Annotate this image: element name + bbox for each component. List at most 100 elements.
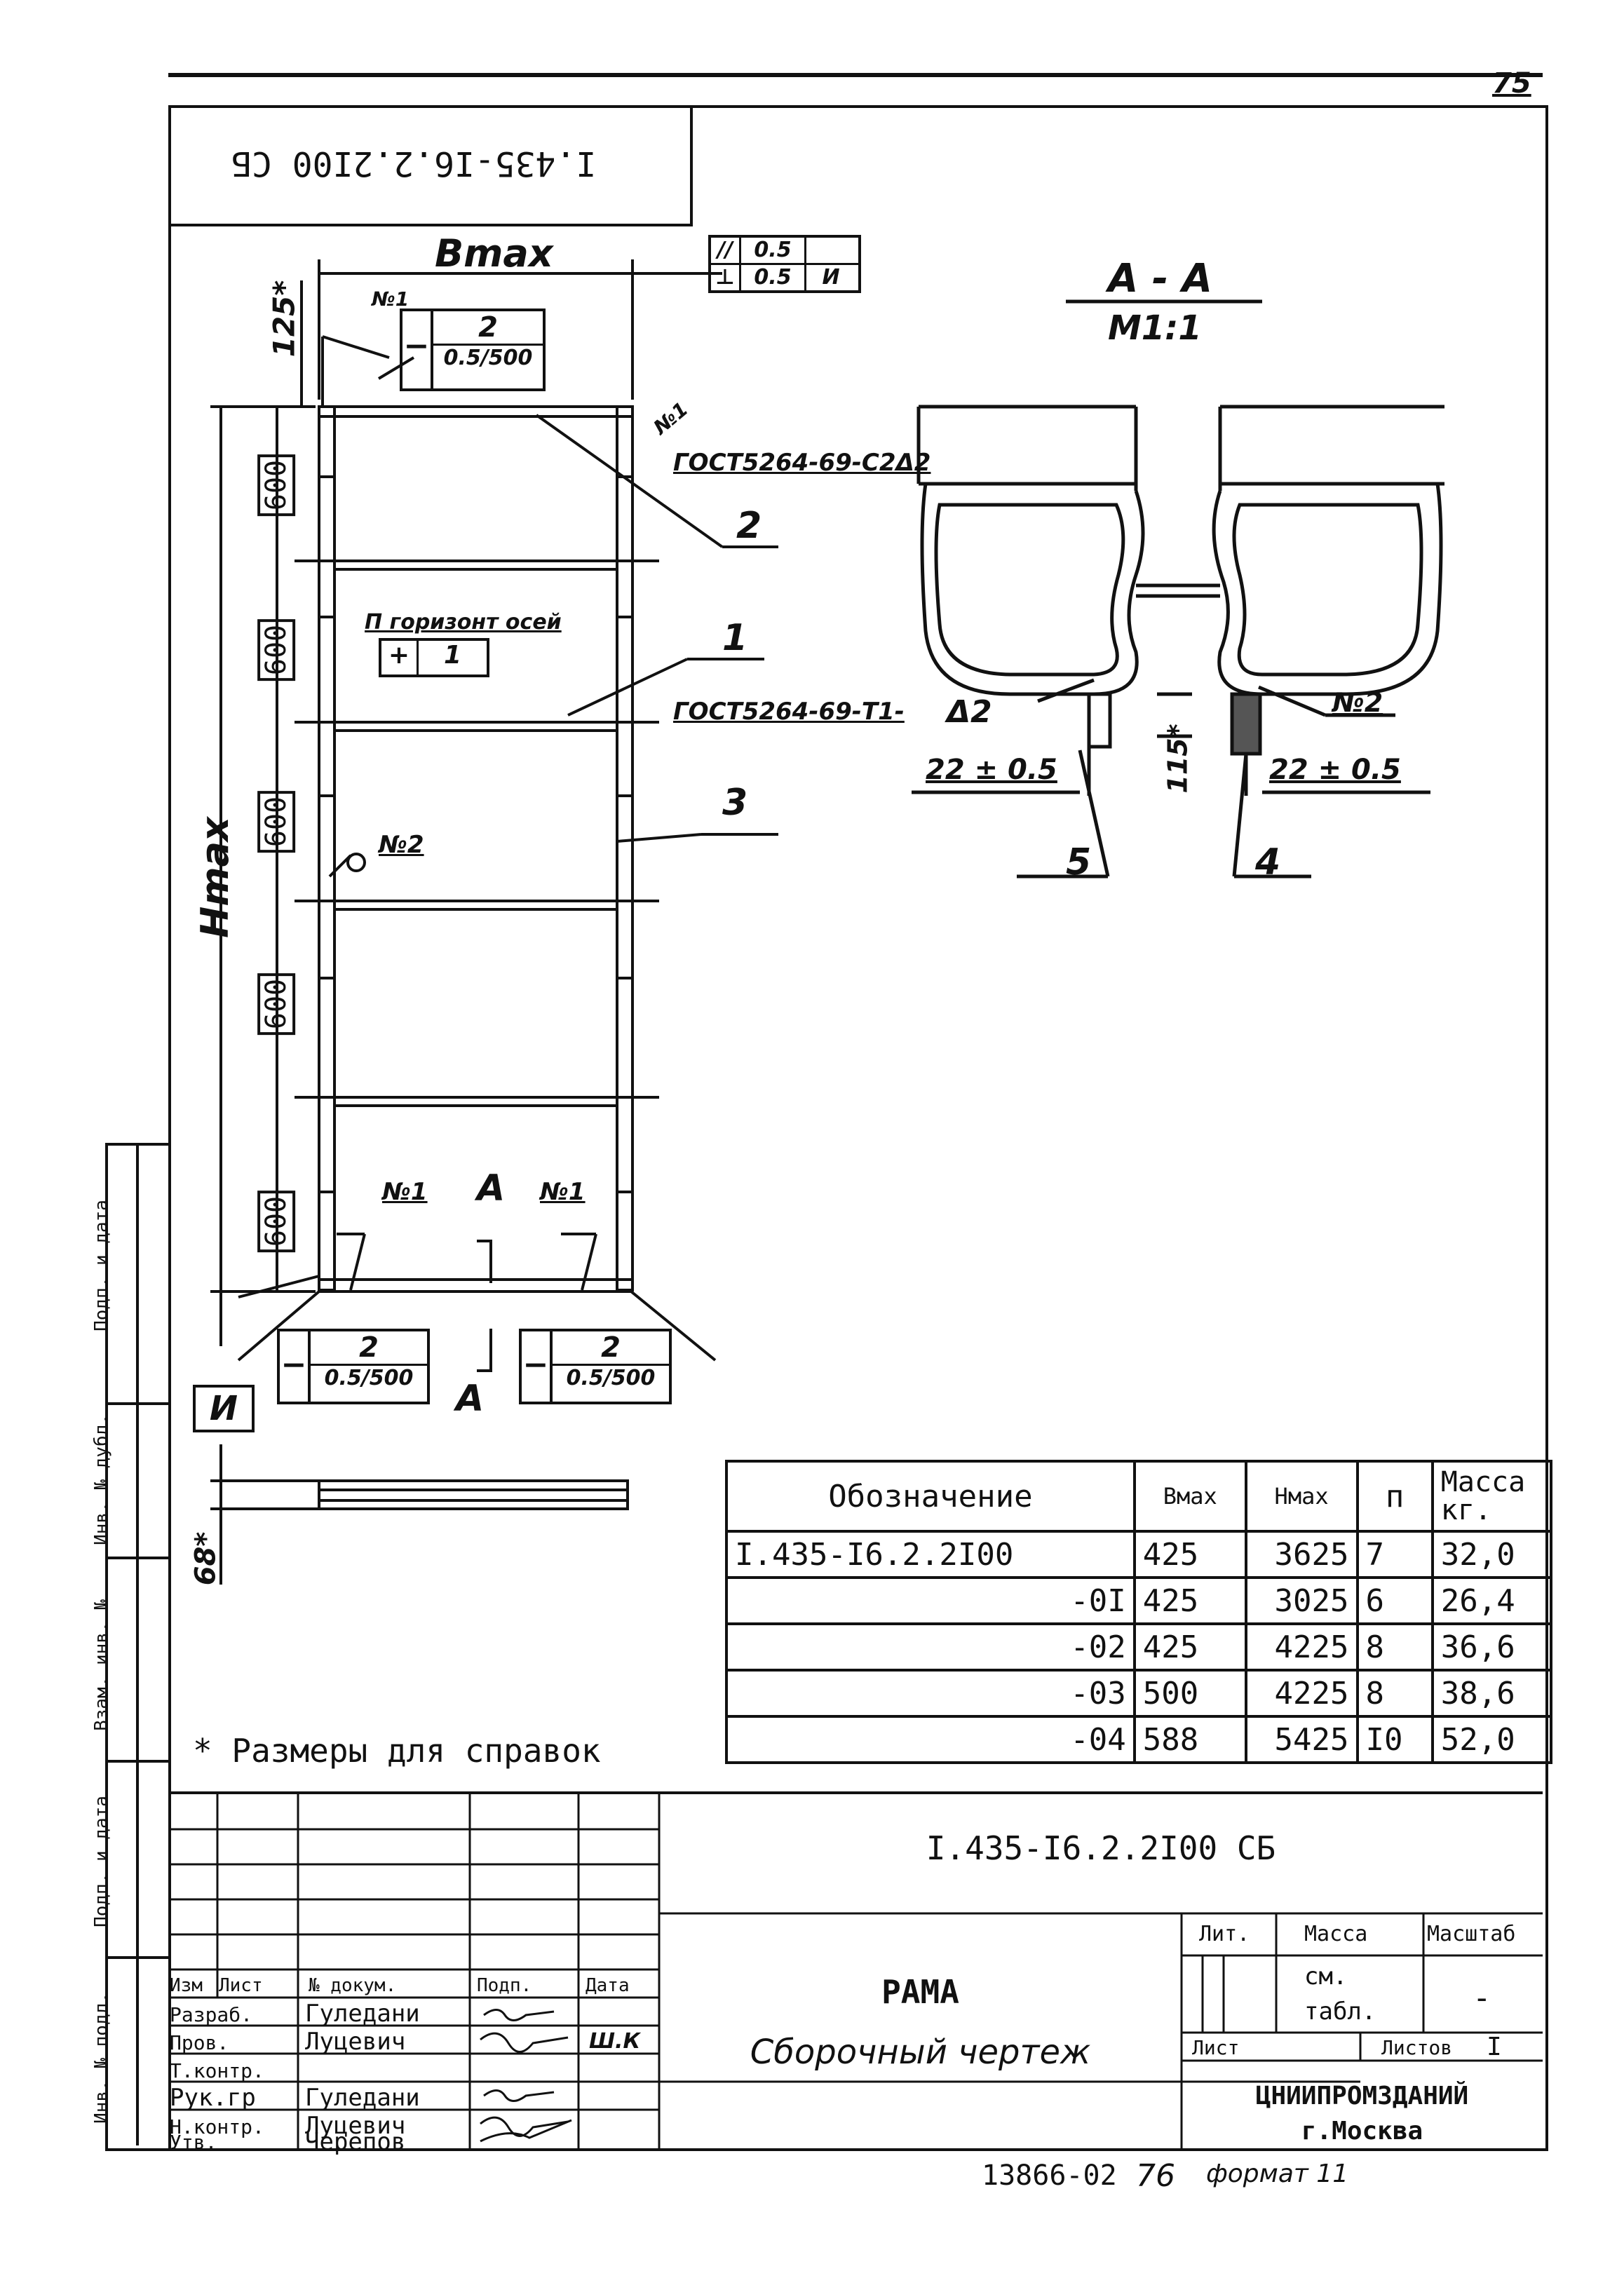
footnote: * Размеры для справок	[193, 1732, 601, 1770]
spec-cell: -03	[725, 1669, 1136, 1718]
title-block-grid	[168, 1794, 1543, 2148]
spec-cell: 3625	[1244, 1530, 1359, 1579]
section-a-a	[912, 299, 1444, 879]
plate-5	[1087, 692, 1112, 749]
profile-view	[318, 1479, 629, 1510]
spec-cell: 38,6	[1430, 1669, 1553, 1718]
spec-cell: 500	[1132, 1669, 1247, 1718]
weld-2-circle	[346, 853, 366, 872]
name-5: Луцевич	[305, 2112, 406, 2140]
dim-125: 125*	[266, 280, 302, 358]
weld-n1-bottom-right: №1	[540, 1178, 586, 1206]
spec-cell: 7	[1355, 1530, 1434, 1579]
pos-3: 3	[722, 782, 748, 824]
section-scale: M1:1	[1108, 308, 1202, 348]
sheet-label: Лист	[1192, 2036, 1240, 2059]
tube-left	[920, 483, 1145, 696]
pos-1: 1	[722, 617, 748, 659]
role-4: Рук.гр	[170, 2084, 256, 2112]
tube-right	[1212, 483, 1443, 696]
sheets-label: Листов	[1381, 2036, 1453, 2059]
dim-68: 68*	[189, 1531, 222, 1586]
flatness-tol-bottom-right: − 2 0.5/500	[519, 1329, 672, 1404]
spec-header-bmax: Вмах	[1132, 1460, 1247, 1533]
org-city: г.Москва	[1301, 2117, 1423, 2145]
bmax-label: Bmax	[435, 231, 553, 276]
spec-table: Обозначение Вмах Нмах п Масса кг. I.435-…	[725, 1460, 1553, 1764]
role-3: Т.контр.	[170, 2059, 264, 2082]
spec-cell: 588	[1132, 1715, 1247, 1764]
spec-cell: 6	[1355, 1576, 1434, 1625]
weld-leg: Δ2	[947, 694, 992, 730]
dim-600-1: 600	[257, 454, 296, 517]
mass-label: Масса	[1304, 1922, 1368, 1946]
plate-4	[1230, 692, 1262, 756]
section-title: A - A	[1108, 256, 1212, 301]
col-doc: № докум.	[309, 1975, 397, 1996]
spec-cell: 4225	[1244, 1622, 1359, 1672]
flatness-tol-bottom-left: − 2 0.5/500	[277, 1329, 430, 1404]
dim-22-right: 22 ± 0.5	[1269, 754, 1401, 786]
col-date: Дата	[586, 1975, 630, 1996]
corner-code-box	[168, 105, 693, 226]
spec-cell: -02	[725, 1622, 1136, 1672]
weld-n1-bottom-left: №1	[382, 1178, 428, 1206]
table-row: -04 588 5425 I0 52,0	[725, 1715, 1553, 1764]
pos-5: 5	[1066, 841, 1092, 883]
bottom-format: формат 11	[1206, 2159, 1349, 2188]
org-name: ЦНИИПРОМЗДАНИЙ	[1255, 2082, 1469, 2110]
spec-cell: I0	[1355, 1715, 1434, 1764]
hmax-label: Hmax	[192, 817, 237, 938]
sheet-number: 75	[1492, 67, 1531, 100]
date-mark: Ш.К	[589, 2029, 640, 2054]
mass-value-2: табл.	[1304, 1998, 1376, 2026]
tol-block: // 0.5 ⊥ 0.5 И	[708, 235, 861, 293]
weld-n2-left: №2	[379, 831, 424, 859]
signatures	[480, 2009, 572, 2143]
datum-box: И	[193, 1385, 255, 1432]
name-2: Луцевич	[305, 2028, 406, 2056]
spec-header-hmax: Нмах	[1244, 1460, 1359, 1533]
mass-value-1: см.	[1304, 1962, 1348, 1991]
pos-2: 2	[736, 505, 762, 547]
spec-cell: -04	[725, 1715, 1136, 1764]
flatness-tol-top: − 2 0.5/500	[400, 308, 546, 391]
name-6: Черепов	[305, 2128, 406, 2156]
dim-600-5: 600	[257, 1190, 296, 1253]
scale-value: -	[1473, 1980, 1491, 2016]
spec-header-row: Обозначение Вмах Нмах п Масса кг.	[725, 1460, 1553, 1533]
spec-cell: I.435-I6.2.2I00	[725, 1530, 1136, 1579]
table-row: I.435-I6.2.2I00 425 3625 7 32,0	[725, 1530, 1553, 1579]
bottom-page: 76	[1136, 2158, 1175, 2194]
name-4: Гуледани	[305, 2084, 420, 2112]
drawing-frame	[168, 105, 1548, 2151]
weld-gost-2: ГОСТ5264-69-Т1-	[673, 698, 905, 726]
dim-22-left: 22 ± 0.5	[926, 754, 1057, 786]
lit-label: Лит.	[1199, 1922, 1250, 1946]
dim-600-2: 600	[257, 618, 296, 682]
role-5: Н.контр.	[170, 2115, 264, 2138]
bottom-code: 13866-02	[982, 2159, 1117, 2192]
spec-cell: 36,6	[1430, 1622, 1553, 1672]
table-row: -02 425 4225 8 36,6	[725, 1622, 1553, 1672]
spec-cell: 4225	[1244, 1669, 1359, 1718]
spec-cell: 3025	[1244, 1576, 1359, 1625]
spec-cell: 52,0	[1430, 1715, 1553, 1764]
pos-4: 4	[1255, 841, 1281, 883]
spec-cell: 5425	[1244, 1715, 1359, 1764]
role-1: Разраб.	[170, 2003, 253, 2026]
table-row: -03 500 4225 8 38,6	[725, 1669, 1553, 1718]
spec-header-designation: Обозначение	[725, 1460, 1136, 1533]
role-6: Утв.	[170, 2131, 217, 2154]
right-post	[616, 405, 634, 1291]
spec-cell: 425	[1132, 1622, 1247, 1672]
spec-cell: 8	[1355, 1622, 1434, 1672]
col-sign: Подп.	[477, 1975, 532, 1996]
dim-115: 115*	[1162, 724, 1193, 794]
spec-cell: 32,0	[1430, 1530, 1553, 1579]
title-name: РАМА	[881, 1973, 959, 2011]
spec-cell: 425	[1132, 1576, 1247, 1625]
role-2: Пров.	[170, 2031, 229, 2054]
left-post	[318, 405, 336, 1291]
